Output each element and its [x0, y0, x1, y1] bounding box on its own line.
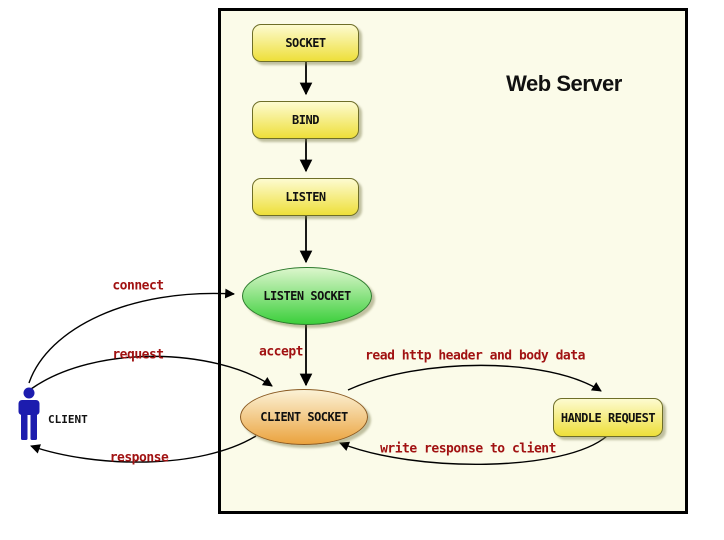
- edge-label-write: write response to client: [380, 441, 556, 457]
- client-actor-label: CLIENT: [48, 413, 88, 426]
- edge-label-accept: accept: [259, 344, 303, 360]
- node-listen: LISTEN: [252, 178, 359, 216]
- node-listen-socket: LISTEN SOCKET: [242, 267, 372, 325]
- client-actor-icon: [18, 387, 40, 440]
- edge-connect-arrow: [28, 288, 235, 384]
- node-socket: SOCKET: [252, 24, 359, 62]
- edge-label-read: read http header and body data: [365, 348, 585, 364]
- node-handle-request: HANDLE REQUEST: [553, 398, 663, 437]
- edge-label-response: response: [109, 450, 169, 466]
- node-bind: BIND: [252, 101, 359, 139]
- edge-label-request: request: [112, 347, 164, 363]
- node-client-socket: CLIENT SOCKET: [240, 389, 368, 445]
- web-server-title: Web Server: [506, 71, 622, 96]
- edge-label-connect: connect: [112, 278, 164, 294]
